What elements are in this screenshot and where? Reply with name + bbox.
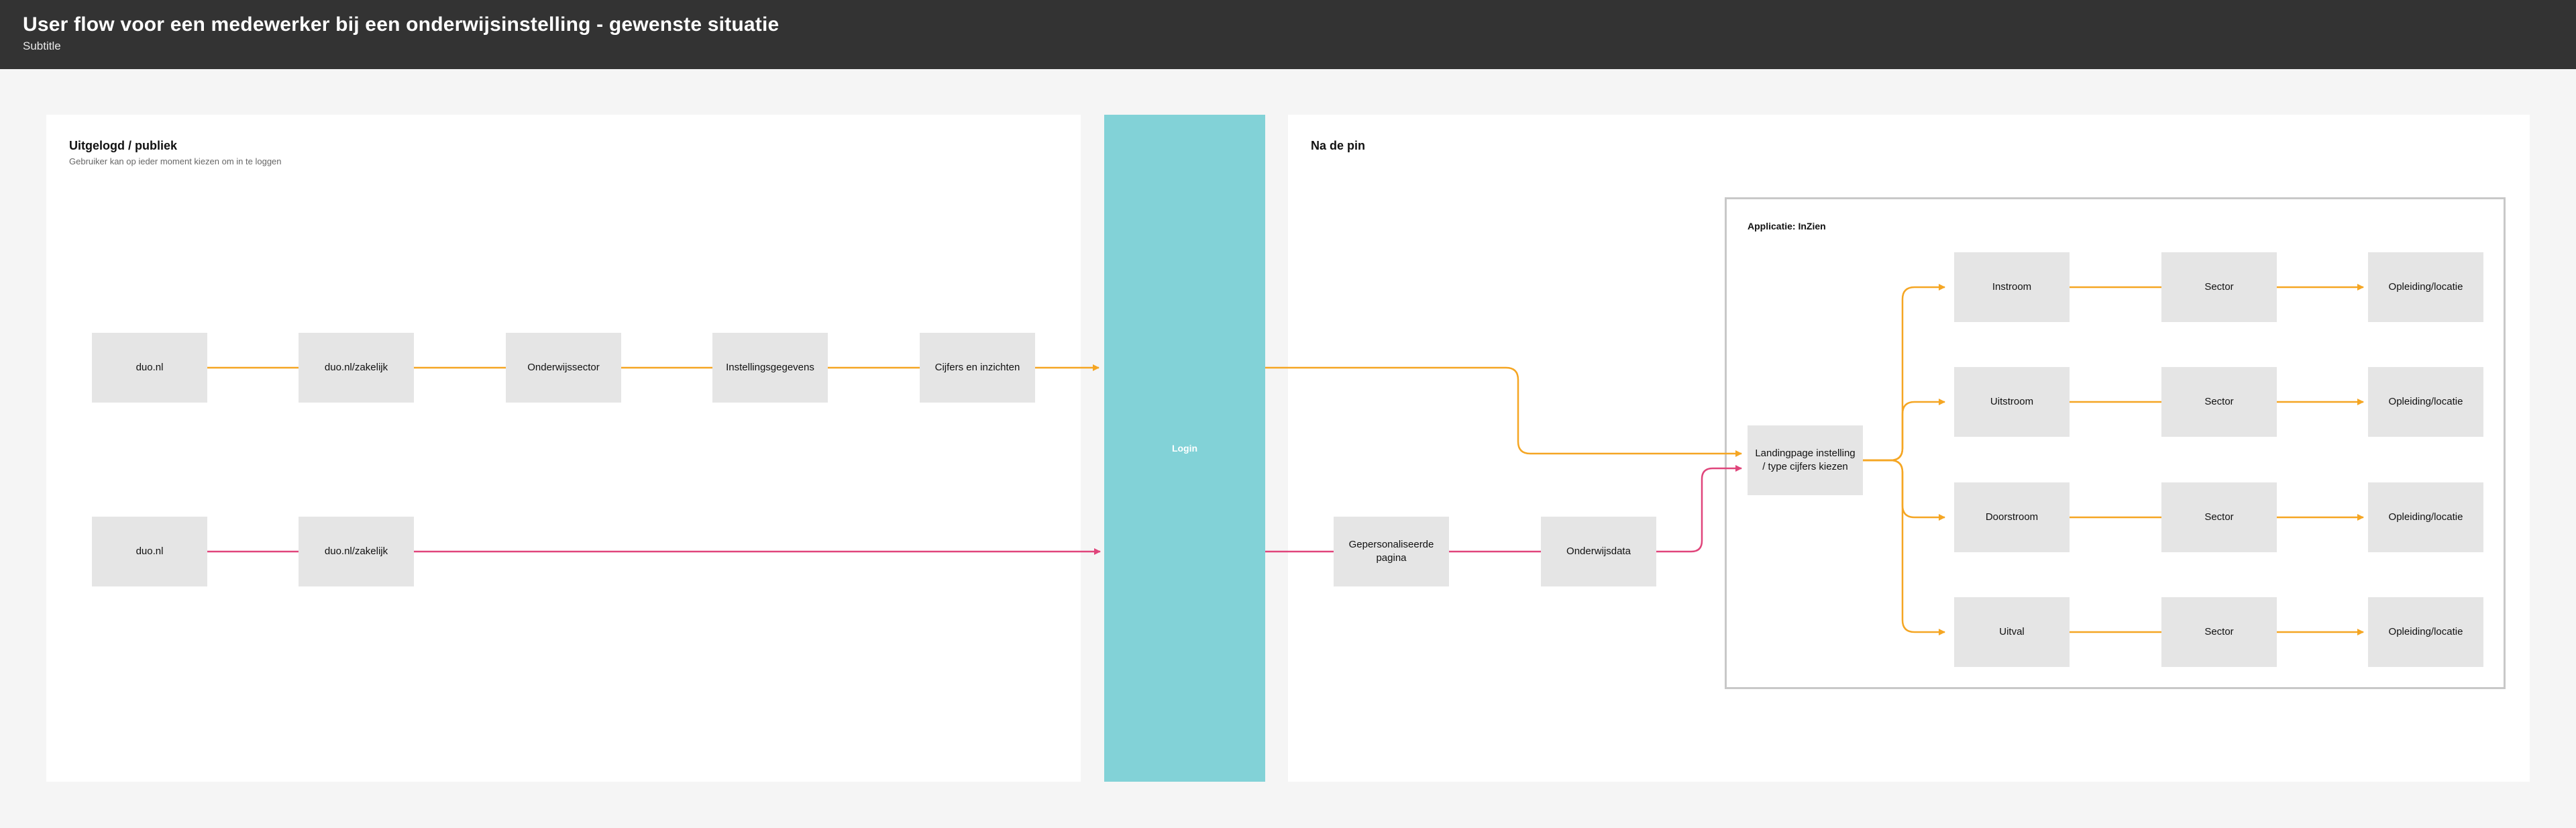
panel-uitgelogd xyxy=(46,115,1081,782)
node-sector-uitstroom[interactable]: Sector xyxy=(2161,367,2277,437)
panel-na-de-pin-title: Na de pin xyxy=(1311,139,1366,152)
node-opleiding-uitstroom[interactable]: Opleiding/locatie xyxy=(2368,367,2483,437)
node-landingpage[interactable]: Landingpage instelling / type cijfers ki… xyxy=(1748,425,1863,495)
node-uitval[interactable]: Uitval xyxy=(1954,597,2070,667)
node-duo-nl-2[interactable]: duo.nl xyxy=(92,517,207,586)
node-instellingsgegevens[interactable]: Instellingsgegevens xyxy=(712,333,828,403)
page-subtitle: Subtitle xyxy=(23,40,61,52)
node-onderwijssector[interactable]: Onderwijssector xyxy=(506,333,621,403)
node-cijfers-en-inzichten[interactable]: Cijfers en inzichten xyxy=(920,333,1035,403)
page-header: User flow voor een medewerker bij een on… xyxy=(0,0,2576,69)
login-column[interactable]: Login xyxy=(1104,115,1265,782)
node-onderwijsdata[interactable]: Onderwijsdata xyxy=(1541,517,1656,586)
node-uitstroom[interactable]: Uitstroom xyxy=(1954,367,2070,437)
login-label: Login xyxy=(1171,443,1198,454)
node-sector-doorstroom[interactable]: Sector xyxy=(2161,482,2277,552)
node-gepersonaliseerde-pagina[interactable]: Gepersonaliseerde pagina xyxy=(1334,517,1449,586)
node-sector-uitval[interactable]: Sector xyxy=(2161,597,2277,667)
app-group-title: Applicatie: InZien xyxy=(1748,221,1826,231)
node-duo-zakelijk[interactable]: duo.nl/zakelijk xyxy=(299,333,414,403)
node-duo-nl[interactable]: duo.nl xyxy=(92,333,207,403)
panel-uitgelogd-subtitle: Gebruiker kan op ieder moment kiezen om … xyxy=(69,156,282,166)
page-title: User flow voor een medewerker bij een on… xyxy=(23,13,780,36)
node-opleiding-instroom[interactable]: Opleiding/locatie xyxy=(2368,252,2483,322)
node-instroom[interactable]: Instroom xyxy=(1954,252,2070,322)
node-doorstroom[interactable]: Doorstroom xyxy=(1954,482,2070,552)
node-sector-instroom[interactable]: Sector xyxy=(2161,252,2277,322)
panel-uitgelogd-title: Uitgelogd / publiek xyxy=(69,139,177,152)
node-opleiding-uitval[interactable]: Opleiding/locatie xyxy=(2368,597,2483,667)
node-opleiding-doorstroom[interactable]: Opleiding/locatie xyxy=(2368,482,2483,552)
node-duo-zakelijk-2[interactable]: duo.nl/zakelijk xyxy=(299,517,414,586)
